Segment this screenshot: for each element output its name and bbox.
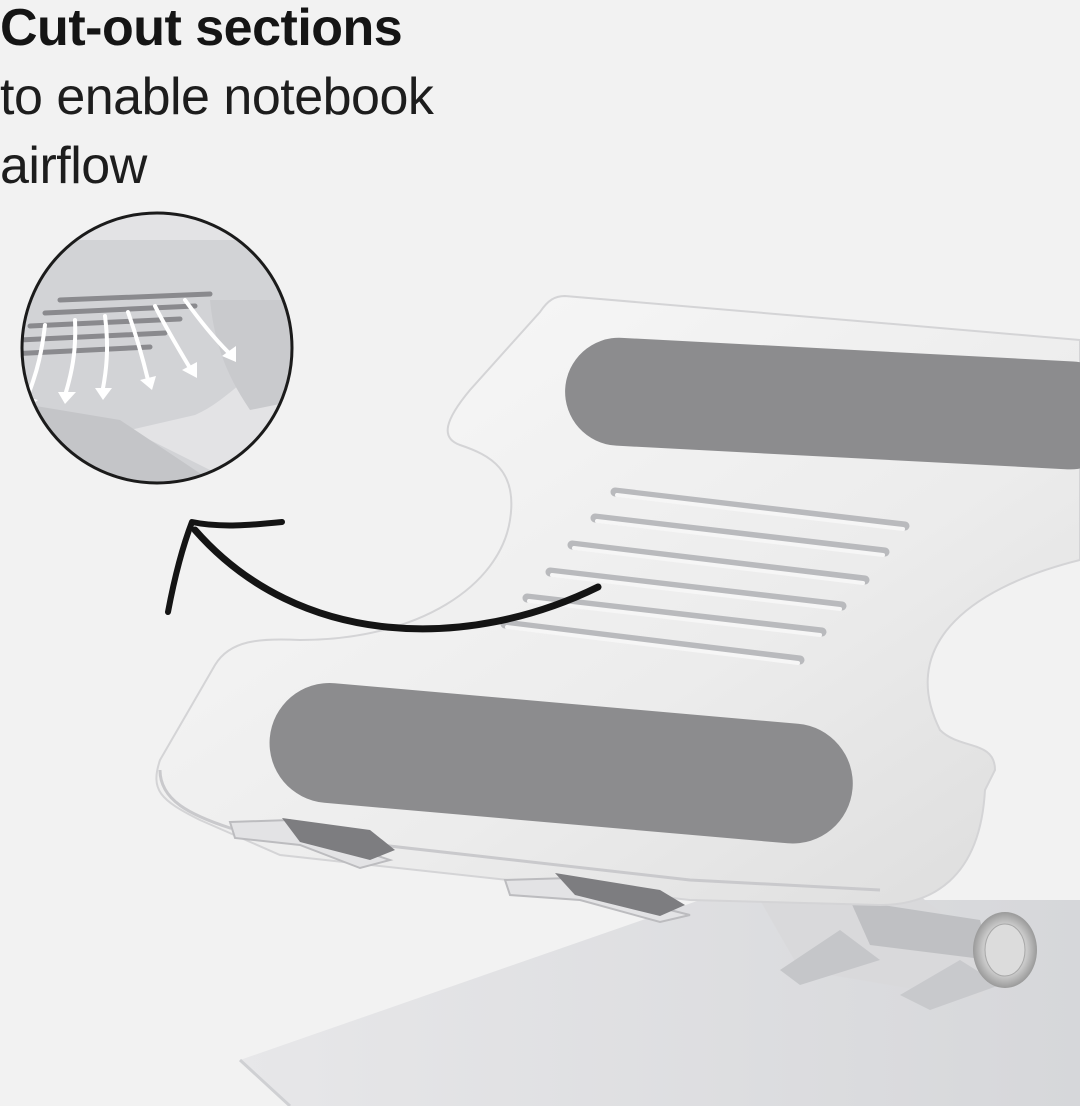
- zoom-callout: [20, 211, 294, 485]
- curved-arrow: [165, 519, 602, 633]
- top-silicone-pad: [565, 337, 1080, 470]
- airflow-arrows-icon: [26, 298, 230, 397]
- headline-bold: Cut-out sections: [0, 0, 403, 57]
- headline: Cut-out sections to enable notebook airf…: [0, 0, 700, 201]
- headline-line-2: to enable notebook: [0, 68, 434, 126]
- airflow-vents: [500, 487, 910, 665]
- adjustment-knob: [973, 912, 1037, 988]
- bottom-silicone-pad: [269, 683, 853, 844]
- headline-line-3: airflow: [0, 137, 147, 195]
- hinge-arms: [760, 880, 1000, 1010]
- front-stoppers: [228, 818, 691, 924]
